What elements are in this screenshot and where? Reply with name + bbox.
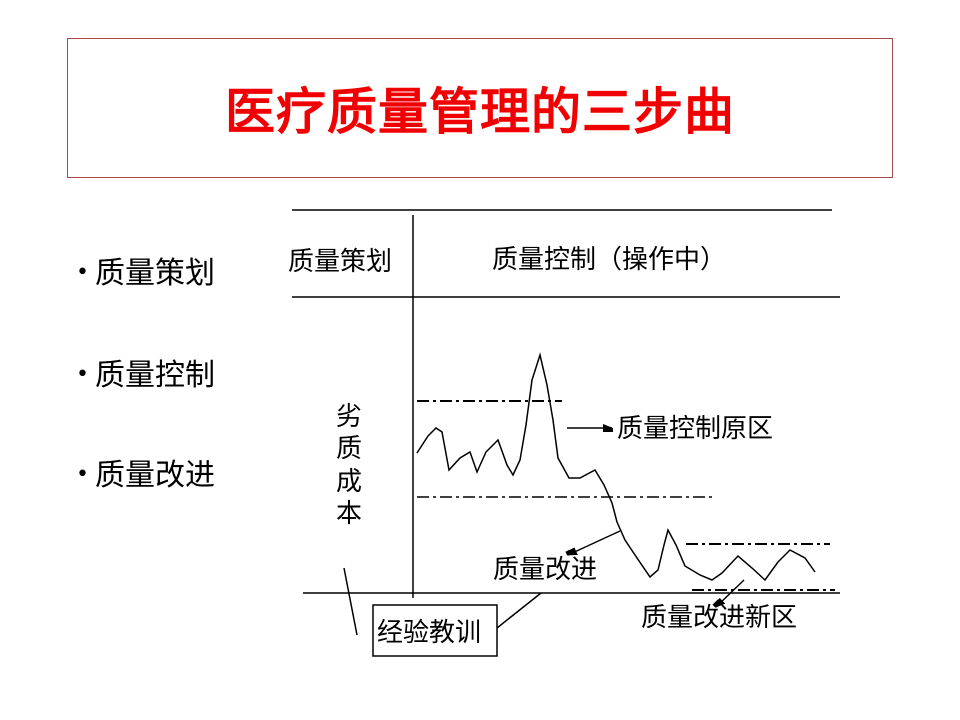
bullet-text: 质量控制 xyxy=(94,358,215,393)
bullet-item: •质量改进 xyxy=(76,450,215,494)
header-control: 质量控制（操作中） xyxy=(492,245,726,275)
new-zone-label: 质量改进新区 xyxy=(641,603,797,633)
lessons-box xyxy=(372,604,498,657)
axis-break-slash xyxy=(343,567,358,636)
arrow-to-new-zone xyxy=(716,579,745,607)
lessons-label: 经验教训 xyxy=(377,618,481,648)
cost-curve xyxy=(416,352,816,582)
bullet-item: •质量控制 xyxy=(76,350,215,394)
y-axis-char: 成 xyxy=(336,467,362,497)
lessons-connector xyxy=(496,592,542,629)
y-axis-char: 本 xyxy=(336,499,362,529)
bullet-item: •质量策划 xyxy=(76,248,215,292)
header-planning: 质量策划 xyxy=(288,247,392,277)
bullet-dot-icon: • xyxy=(76,362,89,387)
title-box: 医疗质量管理的三步曲 xyxy=(67,38,893,178)
bullet-text: 质量策划 xyxy=(94,256,215,291)
y-axis-char: 劣 xyxy=(336,402,362,432)
bullet-dot-icon: • xyxy=(76,260,89,285)
bullet-dot-icon: • xyxy=(76,462,89,487)
slide-title: 医疗质量管理的三步曲 xyxy=(225,83,735,141)
y-axis-char: 质 xyxy=(336,434,362,464)
improvement-label: 质量改进 xyxy=(493,555,597,585)
arrow-improvement xyxy=(568,530,621,555)
original-zone-label: 质量控制原区 xyxy=(617,414,773,444)
bullet-text: 质量改进 xyxy=(94,458,215,493)
